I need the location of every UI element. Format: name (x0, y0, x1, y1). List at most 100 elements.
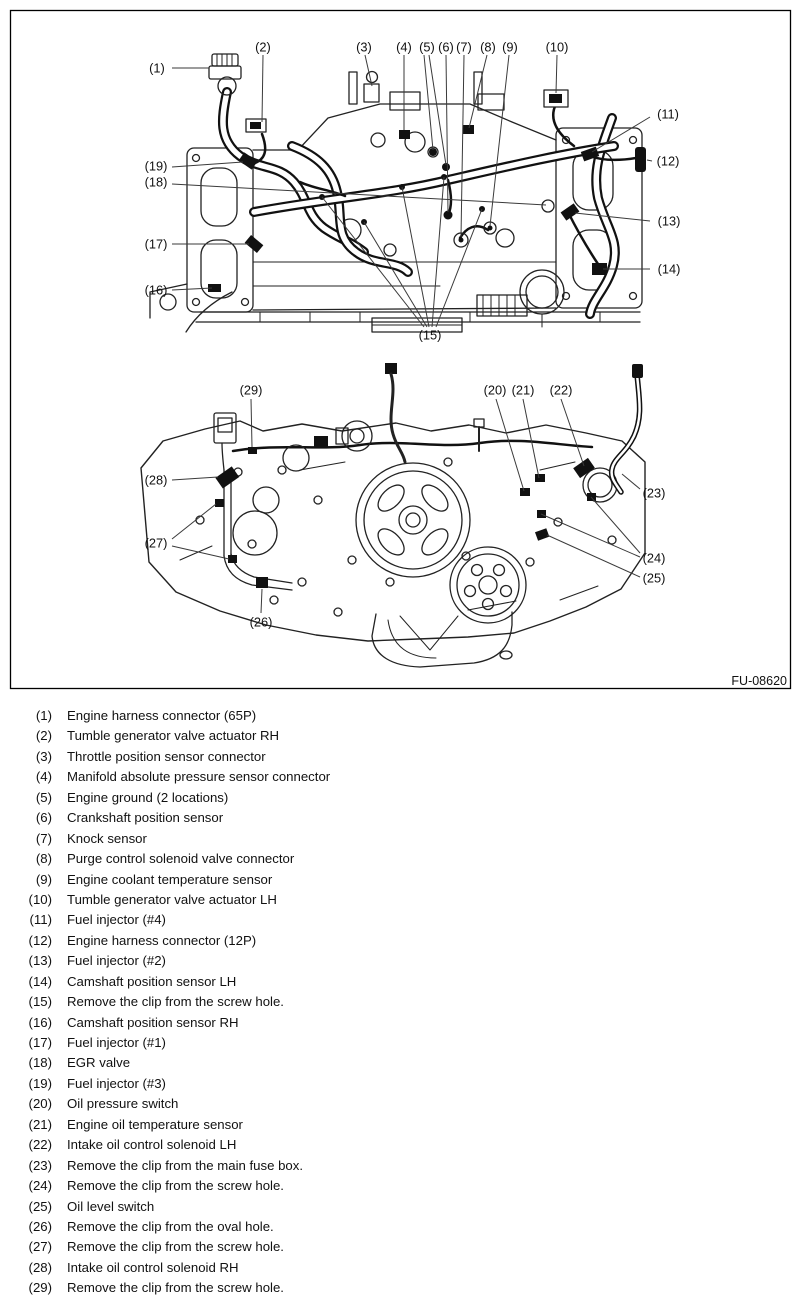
callout-leader-line (546, 534, 641, 578)
legend-item-text: Engine ground (2 locations) (67, 789, 229, 805)
callouts-layer: (1)(2)(3)(4)(5)(6)(7)(8)(9)(10)(11)(12)(… (145, 40, 681, 630)
legend-item: (27)Remove the clip from the screw hole. (0, 1237, 800, 1257)
legend-item-number: (2) (35, 728, 52, 744)
legend-item-text: Tumble generator valve actuator RH (67, 728, 280, 744)
callout-label: (2) (255, 40, 271, 55)
oil-temp-sensor (535, 474, 545, 482)
legend-item-number: (18) (28, 1055, 52, 1071)
legend-item-text: Remove the clip from the screw hole. (67, 994, 284, 1010)
legend-item-text: Camshaft position sensor LH (67, 973, 237, 989)
crank-pulley-slots (377, 484, 449, 556)
legend-item-number: (22) (28, 1137, 52, 1153)
legend-item-number: (29) (28, 1280, 52, 1296)
callout-label: (25) (643, 571, 666, 586)
legend-item: (12)Engine harness connector (12P) (0, 931, 800, 951)
legend-item-text: Engine coolant temperature sensor (67, 871, 273, 887)
callout-leader-line (431, 176, 445, 328)
legend-item: (14)Camshaft position sensor LH (0, 972, 800, 992)
callout-label: (24) (643, 551, 666, 566)
connector-4 (399, 130, 410, 139)
callout-leader-line (261, 54, 264, 123)
egr-valve (541, 199, 555, 213)
callout-label: (4) (396, 40, 412, 55)
legend-item: (28)Intake oil control solenoid RH (0, 1258, 800, 1278)
callout-label: (27) (145, 536, 168, 551)
callout-leader-line (171, 545, 230, 560)
legend-item-number: (19) (28, 1075, 52, 1091)
crank-sensor (443, 210, 453, 220)
legend-item-number: (21) (28, 1116, 52, 1132)
legend-item-text: Remove the clip from the main fuse box. (67, 1157, 304, 1173)
callout-leader-line (468, 54, 488, 129)
ground-point-1 (429, 148, 437, 156)
callout-label: (8) (480, 40, 496, 55)
callout-label: (14) (658, 262, 681, 277)
oil-pressure-switch (520, 488, 530, 496)
solenoid-22 (573, 457, 595, 479)
legend-item-text: Remove the clip from the screw hole. (67, 1280, 284, 1296)
clip-27b (228, 555, 237, 563)
legend-item-text: Intake oil control solenoid RH (67, 1259, 239, 1275)
connector-13 (560, 203, 580, 221)
connector-8 (463, 125, 474, 134)
callout-label: (7) (456, 40, 472, 55)
callout-leader-line (590, 496, 641, 554)
legend-item: (6) Crankshaft position sensor (0, 808, 800, 828)
connector-14 (592, 263, 607, 275)
callout-label: (16) (145, 283, 168, 298)
callout-label: (3) (356, 40, 372, 55)
callout-leader-line (423, 54, 434, 151)
callout-leader-line (363, 221, 428, 328)
connector-17 (244, 235, 264, 253)
legend-item-number: (7) (35, 830, 52, 846)
oil-level-switch (534, 528, 550, 541)
legend-item-number: (3) (35, 748, 52, 764)
legend-item: (3) Throttle position sensor connector (0, 747, 800, 767)
legend-item: (13)Fuel injector (#2) (0, 951, 800, 971)
legend-item: (18)EGR valve (0, 1053, 800, 1073)
legend-item-text: Crankshaft position sensor (67, 810, 224, 826)
legend-item: (9)Engine coolant temperature sensor (0, 870, 800, 890)
legend-item: (15)Remove the clip from the screw hole. (0, 992, 800, 1012)
callout-leader-line (460, 54, 465, 238)
callout-leader-line (171, 476, 219, 481)
legend-item: (24)Remove the clip from the screw hole. (0, 1176, 800, 1196)
callout-leader-line (540, 513, 641, 558)
callout-leader-line (522, 398, 540, 479)
legend-item: (17)Fuel injector (#1) (0, 1033, 800, 1053)
callout-leader-line (364, 54, 373, 87)
ground-point-2 (442, 163, 450, 171)
callout-label: (11) (657, 107, 679, 122)
callout-leader-line (495, 398, 525, 492)
legend-item: (25)Oil level switch (0, 1197, 800, 1217)
connector-16 (208, 284, 221, 292)
legend-item-text: Remove the clip from the screw hole. (67, 1178, 284, 1194)
callout-label: (18) (145, 175, 168, 190)
legend-item-number: (27) (28, 1239, 52, 1255)
legend-item: (10)Tumble generator valve actuator LH (0, 890, 800, 910)
legend-item-text: Oil pressure switch (67, 1096, 179, 1112)
legend-item-text: Fuel injector (#3) (67, 1075, 166, 1091)
legend-item-text: Purge control solenoid valve connector (67, 851, 295, 867)
callout-leader-line (250, 398, 253, 448)
legend-item-number: (1) (35, 708, 52, 723)
legend-item: (20)Oil pressure switch (0, 1094, 800, 1114)
legend-item: (8)Purge control solenoid valve connecto… (0, 849, 800, 869)
callout-leader-line (435, 208, 483, 328)
callout-leader-line (489, 54, 510, 227)
legend-item: (21)Engine oil temperature sensor (0, 1115, 800, 1135)
clip-29 (248, 447, 257, 454)
legend-item-number: (13) (28, 953, 52, 969)
legend-item-text: Remove the clip from the oval hole. (67, 1218, 274, 1234)
solenoid-28 (215, 466, 240, 489)
callout-leader-line (171, 183, 547, 206)
legend-item-number: (6) (35, 810, 52, 826)
legend-item: (16)Camshaft position sensor RH (0, 1013, 800, 1033)
legend-item: (5)Engine ground (2 locations) (0, 788, 800, 808)
callout-leader-line (560, 398, 585, 467)
legend-item-text: Fuel injector (#4) (67, 912, 166, 928)
legend-item-text: Throttle position sensor connector (67, 748, 266, 764)
legend-item-text: Camshaft position sensor RH (67, 1014, 239, 1030)
callout-leader-line (171, 287, 213, 291)
